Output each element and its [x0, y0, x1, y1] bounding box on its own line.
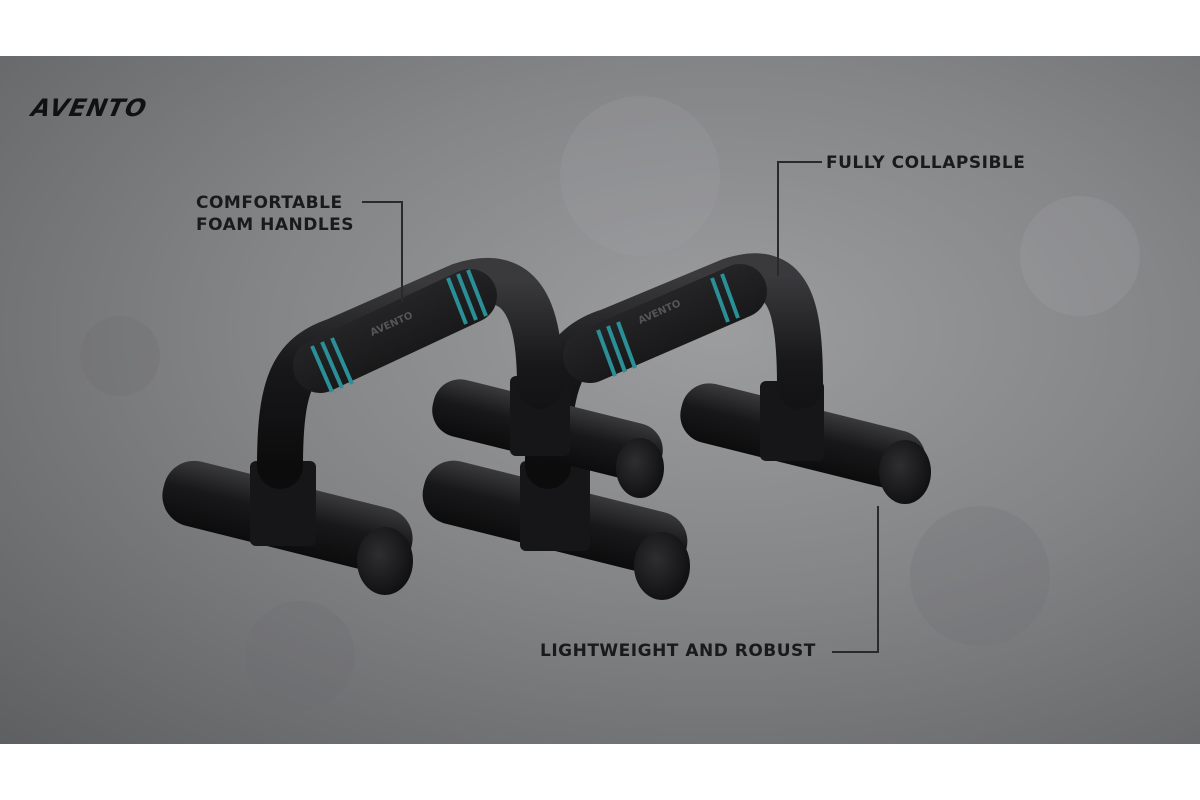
- pushup-bars-illustration: AVENTO AVENTO: [80, 96, 1140, 711]
- callout-lightweight-robust: LIGHTWEIGHT AND ROBUST: [540, 641, 816, 661]
- concrete-texture: [80, 96, 1140, 711]
- callout-foam-handles: COMFORTABLE FOAM HANDLES: [196, 192, 354, 236]
- callout-leader-lines: [362, 161, 879, 653]
- pushup-bar-back: AVENTO: [422, 253, 931, 600]
- callout-foam-handles-line2: FOAM HANDLES: [196, 215, 355, 235]
- callout-foam-handles-line1: COMFORTABLE: [196, 193, 343, 213]
- callout-fully-collapsible: FULLY COLLAPSIBLE: [826, 153, 1026, 173]
- product-scene: AVENTO AVENTO: [0, 56, 1200, 744]
- avento-logo: AVENTO: [29, 94, 150, 122]
- pushup-bar-front: AVENTO: [162, 258, 664, 595]
